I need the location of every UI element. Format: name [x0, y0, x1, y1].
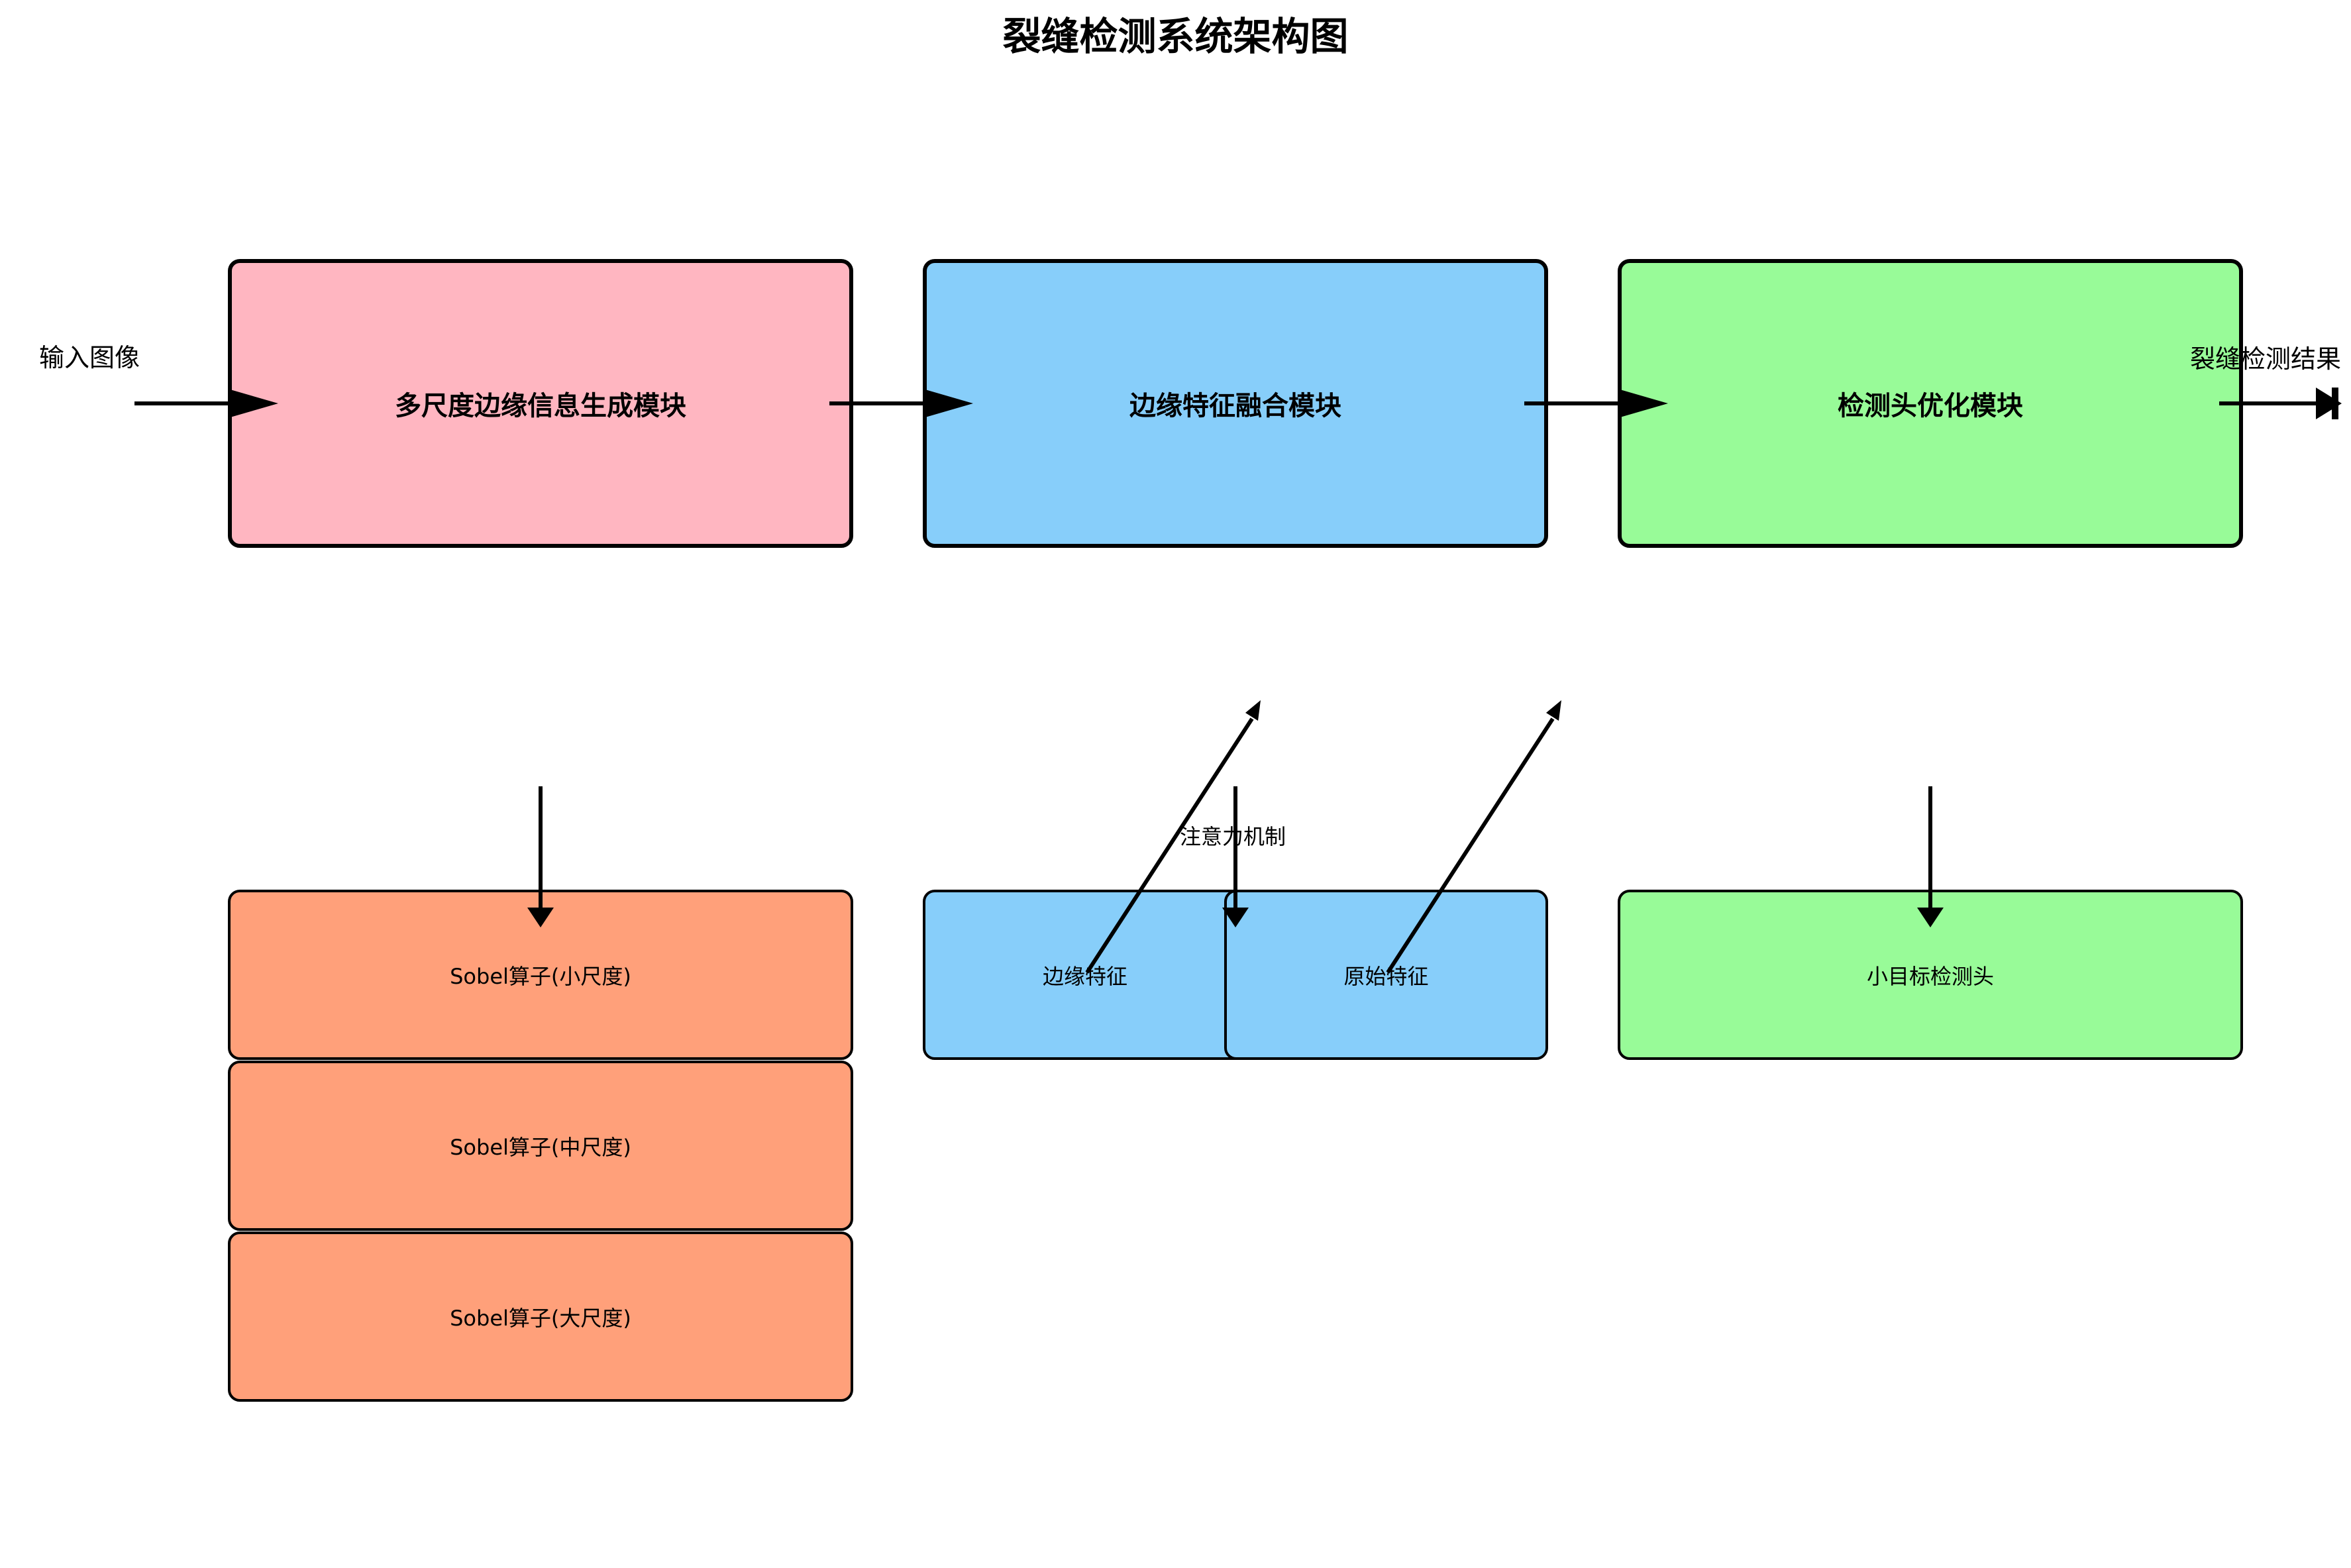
sobel-large-box: Sobel算子(大尺度): [228, 1231, 853, 1402]
sobel-medium-box: Sobel算子(中尺度): [228, 1061, 853, 1231]
arrowhead-output-cap: [2332, 388, 2338, 419]
arrowhead-original-feature-up: [1546, 700, 1561, 721]
multiscale-edge-module: 多尺度边缘信息生成模块: [228, 259, 853, 548]
arrowhead-down-head: [1917, 908, 1944, 927]
small-target-head-label: 小目标检测头: [1866, 963, 1994, 989]
diagram-title: 裂缝检测系统架构图: [1002, 14, 1349, 59]
original-feature-label: 原始特征: [1343, 963, 1429, 989]
crack-result-label: 裂缝检测结果: [2190, 344, 2342, 374]
sobel-medium-label: Sobel算子(中尺度): [450, 1134, 631, 1160]
arrow-original-feature-up: [1386, 717, 1555, 974]
sobel-small-label: Sobel算子(小尺度): [450, 963, 631, 989]
arrow-edge-feature-up: [1085, 717, 1254, 974]
arrowhead-m1-m2: [923, 389, 973, 418]
arrowhead-down-multiscale: [527, 908, 554, 927]
arrowhead-output: [2316, 388, 2342, 419]
edge-feature-label: 边缘特征: [1042, 963, 1127, 989]
arrowhead-m2-m3: [1618, 389, 1668, 418]
edge-fusion-module-label: 边缘特征融合模块: [1129, 391, 1341, 421]
attention-mechanism-label: 注意力机制: [1180, 824, 1286, 849]
original-feature-box: 原始特征: [1224, 890, 1548, 1060]
sobel-large-label: Sobel算子(大尺度): [450, 1305, 631, 1331]
detection-head-module-label: 检测头优化模块: [1838, 391, 2023, 421]
input-image-label: 输入图像: [39, 343, 140, 372]
arrowhead-edge-feature-up: [1245, 700, 1261, 721]
arrowhead-input: [228, 389, 278, 418]
multiscale-edge-module-label: 多尺度边缘信息生成模块: [395, 391, 686, 421]
arrowhead-down-fusion: [1222, 908, 1249, 927]
